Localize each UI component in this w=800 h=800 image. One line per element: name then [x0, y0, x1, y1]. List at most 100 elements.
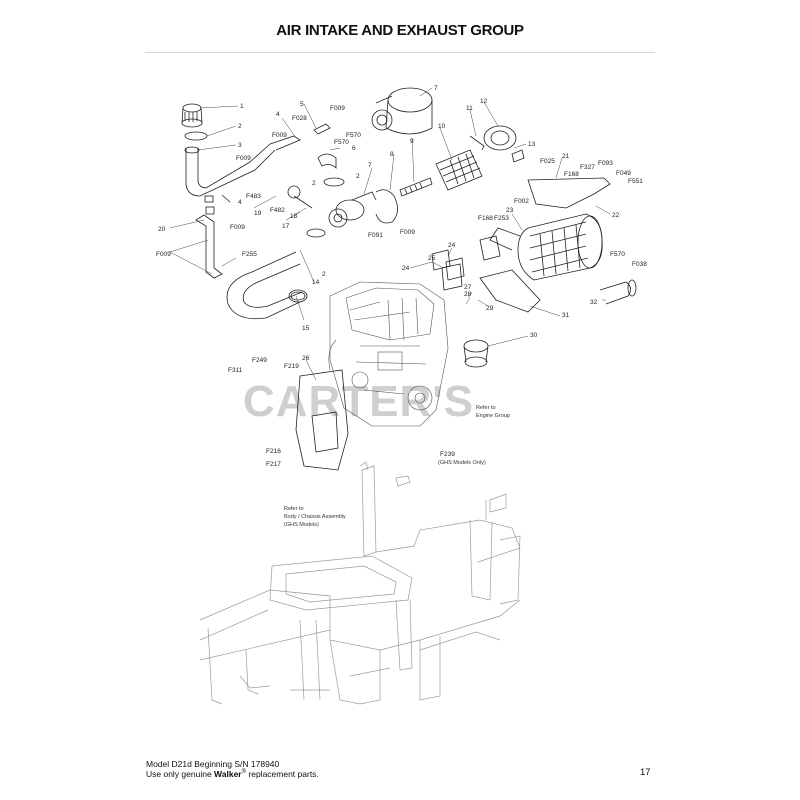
callout-f168a: F168 [564, 171, 579, 178]
muffler [489, 213, 603, 281]
callout-4b: 4 [238, 199, 242, 206]
mounting-band [375, 189, 398, 224]
callout-24-left: 24 [402, 265, 410, 272]
callout-2: 2 [238, 123, 242, 130]
callout-9: 9 [410, 138, 414, 145]
mount-plate [295, 369, 349, 471]
filter-element [435, 149, 483, 191]
callout-2c: 2 [356, 173, 360, 180]
callout-7-top: 7 [434, 85, 438, 92]
air-cleaner-top [371, 87, 433, 135]
precleaner-cap [181, 103, 203, 128]
hose-elbow [317, 153, 337, 169]
callout-f217: F217 [266, 461, 281, 468]
callout-32: 32 [590, 299, 598, 306]
footer-suffix: replacement parts. [246, 769, 319, 779]
callout-f009f: F009 [400, 229, 415, 236]
left-bracket [195, 214, 223, 279]
footer-parts-line: Use only genuine Walker® replacement par… [146, 769, 319, 779]
callout-25: 25 [428, 255, 436, 262]
callout-f570b: F570 [334, 139, 349, 146]
callout-8: 8 [390, 151, 394, 158]
intake-pipe [185, 148, 276, 197]
callout-f091: F091 [368, 232, 383, 239]
callout-23: 23 [506, 207, 514, 214]
title-divider [145, 52, 655, 53]
callout-f483: F483 [246, 193, 261, 200]
callout-7-lower: 7 [368, 162, 372, 169]
leader-lines [169, 87, 611, 381]
callout-f216: F216 [266, 448, 281, 455]
callout-19: 19 [254, 210, 262, 217]
note-f239: F239 [440, 451, 455, 458]
callout-18: 18 [290, 213, 298, 220]
parts-linework [181, 87, 637, 471]
callout-f009a: F009 [330, 105, 345, 112]
callout-f168b: F168 [478, 215, 493, 222]
exhaust-bracket [479, 269, 541, 313]
footer-prefix: Use only genuine [146, 769, 215, 779]
callout-f049: F049 [616, 170, 631, 177]
callout-f570a: F570 [346, 132, 361, 139]
callout-28: 28 [464, 291, 472, 298]
callout-1: 1 [240, 103, 244, 110]
callout-2d: 2 [322, 271, 326, 278]
body-ref-line-2: Body / Chassis Assembly [284, 514, 346, 520]
callout-f253: F253 [494, 215, 509, 222]
callout-f038: F038 [632, 261, 647, 268]
callout-11: 11 [466, 105, 473, 112]
callout-22: 22 [612, 212, 620, 219]
callout-24-upper: 24 [448, 242, 456, 249]
callout-20: 20 [158, 226, 166, 233]
callout-4: 4 [276, 111, 280, 118]
rod [469, 135, 485, 151]
callout-f249: F249 [252, 357, 267, 364]
callout-31: 31 [562, 312, 570, 319]
watermark-text: CARTER'S [243, 377, 474, 426]
callout-f327: F327 [580, 164, 595, 171]
footer-registered: ® [241, 769, 247, 776]
callout-f255: F255 [242, 251, 257, 258]
callout-30: 30 [530, 332, 538, 339]
callout-f570c: F570 [610, 251, 625, 258]
callout-f219: F219 [284, 363, 299, 370]
callout-2b: 2 [312, 180, 316, 187]
callout-15: 15 [302, 325, 310, 332]
callout-12: 12 [480, 98, 488, 105]
end-cap [483, 125, 517, 151]
callout-f311: F311 [228, 367, 243, 374]
callout-f482: F482 [270, 207, 285, 214]
callout-21: 21 [562, 153, 570, 160]
callout-f093: F093 [598, 160, 613, 167]
callout-27: 27 [464, 284, 472, 291]
footer-model-line: Model D21d Beginning S/N 178940 [146, 759, 280, 769]
callout-f551: F551 [628, 178, 643, 185]
callout-3: 3 [238, 142, 242, 149]
callout-f028: F028 [292, 115, 307, 122]
air-cleaner-lower [328, 191, 377, 228]
chassis-frame [199, 461, 521, 705]
callout-5: 5 [300, 101, 304, 108]
callout-26: 26 [302, 355, 310, 362]
oil-filter [463, 339, 489, 368]
callout-6: 6 [352, 145, 356, 152]
small-hose [399, 177, 433, 197]
engine-ref-line-2: Engine Group [476, 413, 510, 419]
callout-f009c: F009 [236, 155, 251, 162]
intake-hose [226, 251, 301, 320]
footer-brand: Walker [214, 769, 242, 779]
callout-13: 13 [528, 141, 536, 148]
callout-14: 14 [312, 279, 320, 286]
callout-f002: F002 [514, 198, 529, 205]
tailpipe [599, 281, 631, 305]
callout-f009b: F009 [272, 132, 287, 139]
engine-ref-line-1: Refer to [476, 405, 496, 411]
page-number: 17 [640, 767, 651, 778]
body-ref-line-3: (GHS Models) [284, 522, 319, 528]
engine-block [328, 281, 449, 427]
callout-f009e: F009 [156, 251, 171, 258]
callout-10: 10 [438, 123, 446, 130]
page-title: AIR INTAKE AND EXHAUST GROUP [276, 22, 524, 39]
callout-29: 29 [486, 305, 494, 312]
